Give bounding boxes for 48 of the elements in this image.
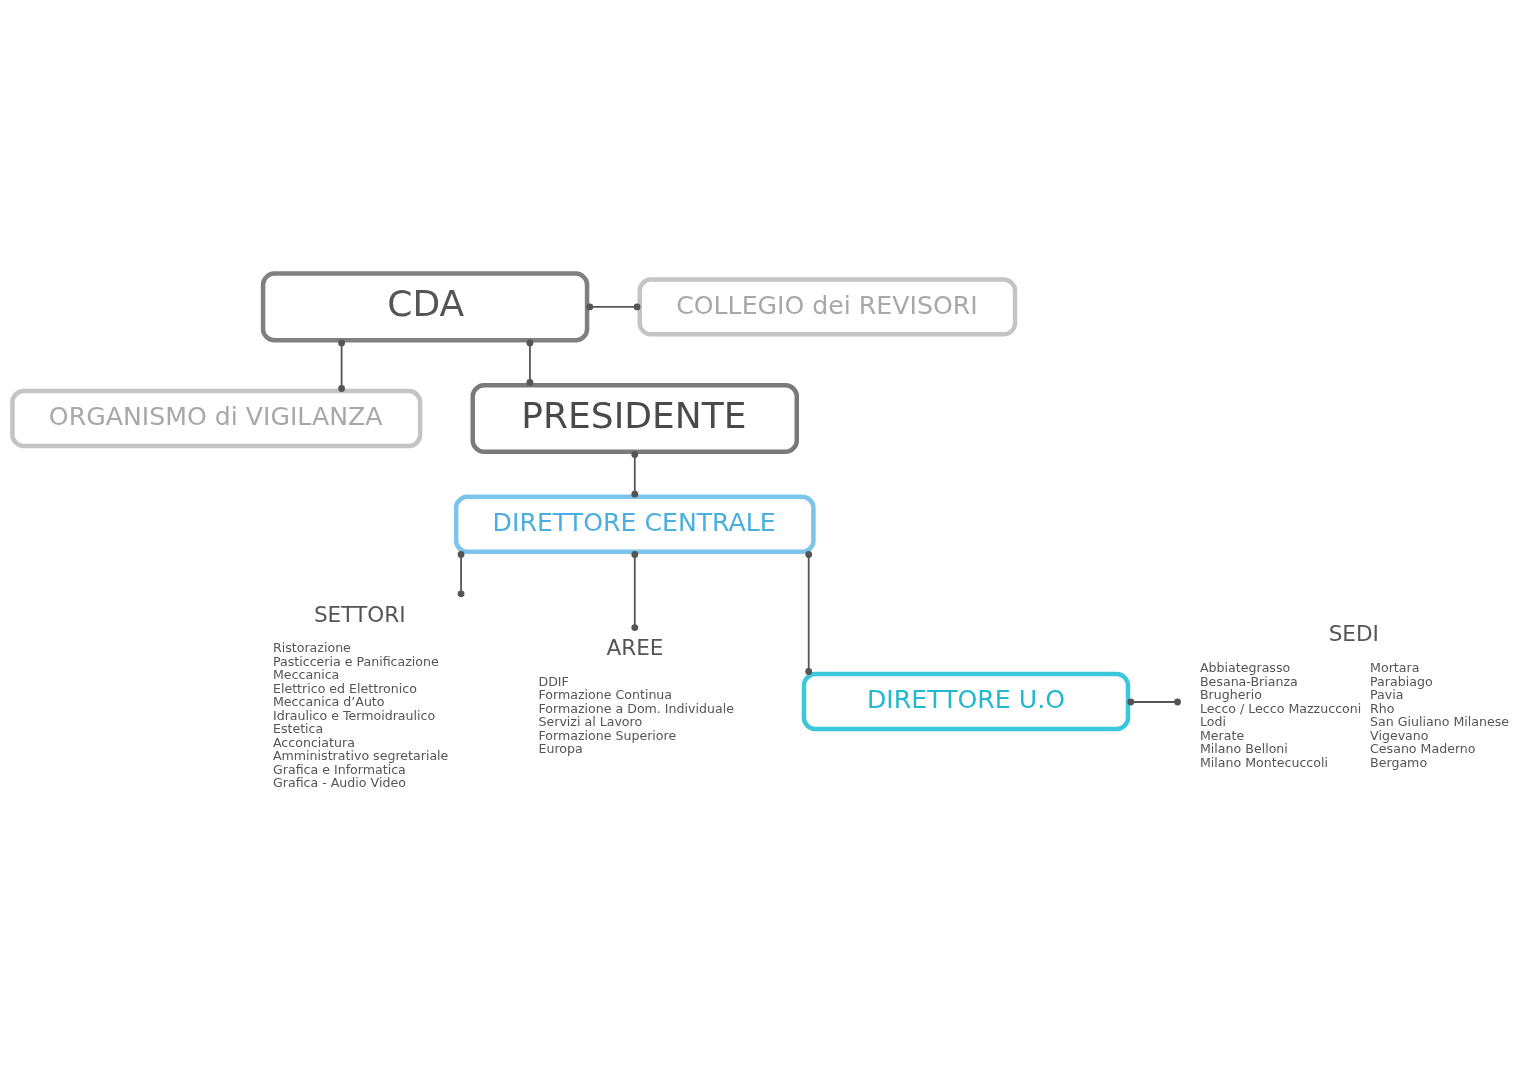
node-label: Formazione Superiore (538, 727, 677, 743)
node-box: PRESIDENTE (470, 382, 800, 455)
node-label: Milano Montecuccoli (1199, 754, 1328, 770)
node-label: Rho (1370, 700, 1395, 716)
node-label: Servizi al Lavoro (538, 714, 643, 730)
node-label: Idraulico e Termoidraulico (272, 707, 436, 723)
connector (586, 303, 641, 311)
node-box: CDA (260, 271, 590, 343)
node-label: Cesano Maderno (1370, 741, 1476, 757)
node-label: Meccanica (272, 667, 340, 683)
node-label: Europa (538, 741, 583, 757)
node-box: COLLEGIO dei REVISORI (637, 277, 1018, 337)
node-box: ORGANISMO di VIGILANZA (10, 388, 423, 449)
node-label: Lodi (1199, 714, 1226, 730)
node-label: Meccanica d’Auto (272, 694, 385, 710)
node-label: Formazione a Dom. Individuale (538, 700, 734, 716)
connector (631, 451, 639, 498)
connector (338, 339, 345, 392)
node-label: Besana-Brianza (1199, 673, 1298, 689)
node-label: Parabiago (1370, 673, 1433, 689)
node-label: Milano Belloni (1199, 741, 1288, 757)
node-label: Brugherio (1199, 687, 1262, 703)
node-text: AREE (606, 634, 664, 660)
connector (631, 551, 639, 631)
node-label: Pasticceria e Panificazione (272, 653, 439, 669)
node-label: Estetica (272, 721, 324, 737)
node-label: Bergamo (1370, 754, 1428, 770)
node-label: Elettrico ed Elettronico (272, 680, 417, 696)
node-label: Ristorazione (272, 640, 351, 656)
node-label: Vigevano (1370, 727, 1429, 743)
node-box: DIRETTORE U.O (801, 671, 1131, 732)
connector (457, 551, 465, 598)
node-label: Pavia (1370, 687, 1404, 703)
node-label: Acconciatura (272, 734, 355, 750)
node-label: Formazione Continua (538, 687, 673, 703)
connector (805, 551, 813, 675)
connector (526, 339, 534, 386)
node-label: Mortara (1370, 660, 1420, 676)
node-label: Amministrativo segretariale (272, 748, 449, 764)
node-text: SETTORI (313, 601, 406, 627)
connector (1127, 698, 1181, 706)
node-box: DIRETTORE CENTRALE (453, 494, 816, 554)
node-label: Merate (1199, 727, 1245, 743)
node-label: San Giuliano Milanese (1370, 714, 1510, 730)
node-label: Abbiategrasso (1199, 660, 1291, 676)
node-label: Grafica - Audio Video (272, 775, 406, 791)
node-text: SEDI (1328, 621, 1379, 647)
node-label: DDIF (538, 673, 569, 689)
